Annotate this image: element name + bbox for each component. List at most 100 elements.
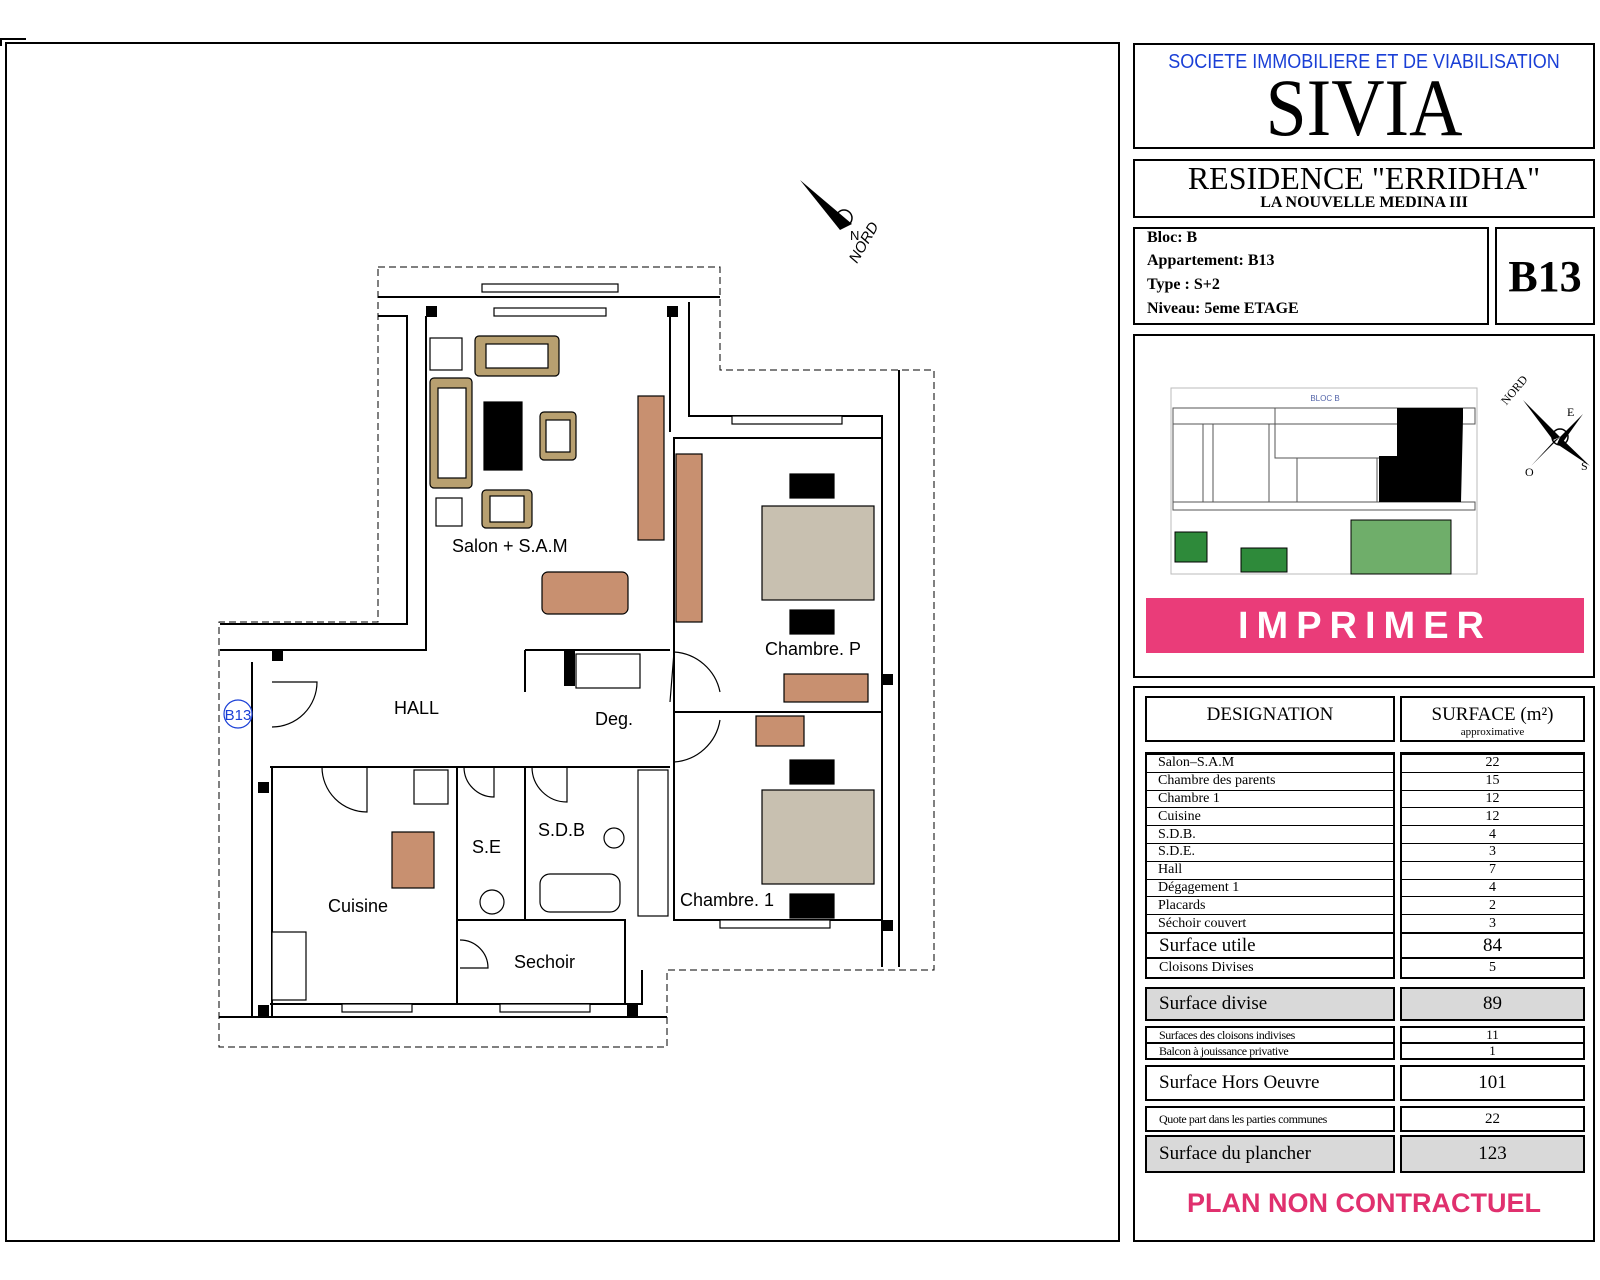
row-label: Cloisons Divises: [1159, 960, 1254, 975]
table-row-value: 2: [1400, 896, 1585, 916]
columns: [258, 306, 893, 1016]
north-letter: N: [850, 228, 859, 243]
row-surface-utile-value: 84: [1400, 932, 1585, 959]
apartment-info: Bloc: B Appartement: B13 Type : S+2 Nive…: [1133, 227, 1489, 325]
doors: [271, 651, 721, 969]
compass-east-label: E: [1567, 405, 1574, 419]
room-label-se: S.E: [472, 837, 501, 857]
row-value: 11: [1486, 1027, 1499, 1042]
row-value: 22: [1485, 755, 1500, 771]
table-row: Dégagement 1: [1145, 878, 1395, 898]
company-subtitle: SOCIETE IMMOBILIERE ET DE VIABILISATION: [1168, 51, 1560, 73]
disclaimer: PLAN NON CONTRACTUEL: [1187, 1188, 1541, 1218]
locator-panel: BLOC B NORD E S O IMPRIMER: [1133, 334, 1595, 678]
row-surface-divise-value: 89: [1400, 987, 1585, 1021]
table-row-value: 3: [1400, 843, 1585, 862]
table-row: Placards: [1145, 896, 1395, 916]
residence-name: RESIDENCE "ERRIDHA": [1187, 160, 1541, 196]
row-plancher: Surface du plancher: [1145, 1135, 1395, 1173]
row-label: S.D.E.: [1158, 844, 1195, 860]
row-value: 7: [1489, 862, 1496, 878]
row-value: 4: [1489, 826, 1496, 842]
table-row: Chambre 1: [1145, 789, 1395, 809]
row-label: Salon–S.A.M: [1158, 755, 1235, 771]
row-label: Balcon à jouissance privative: [1159, 1043, 1289, 1058]
row-label: Placards: [1158, 897, 1206, 913]
row-value: 15: [1485, 773, 1500, 789]
row-label: Surface divise: [1159, 993, 1268, 1014]
table-row-value: 12: [1400, 807, 1585, 827]
row-balcon: Balcon à jouissance privative: [1145, 1042, 1395, 1060]
company-header: SOCIETE IMMOBILIERE ET DE VIABILISATION …: [1133, 43, 1595, 149]
table-row-value: 22: [1400, 754, 1585, 773]
table-row: Salon–S.A.M: [1145, 754, 1395, 773]
row-label: Hall: [1158, 862, 1183, 878]
row-label: Surface du plancher: [1159, 1143, 1311, 1164]
row-value: 22: [1485, 1110, 1500, 1127]
row-balcon-value: 1: [1400, 1042, 1585, 1060]
table-row-value: 12: [1400, 789, 1585, 809]
row-label: S.D.B.: [1158, 826, 1196, 842]
furniture: [271, 335, 875, 1001]
apartment-code-box: B13: [1495, 227, 1595, 325]
row-quote-part: Quote part dans les parties communes: [1145, 1106, 1395, 1132]
row-plancher-value: 123: [1400, 1135, 1585, 1173]
exterior-outline: [218, 266, 935, 1048]
header-surface-label: SURFACE (m²): [1431, 704, 1554, 725]
floor-plan: N NORD B13 Salon + S.A.M Chambre. P HALL…: [218, 180, 935, 1048]
row-label: Cuisine: [1158, 808, 1201, 824]
table-row: S.D.E.: [1145, 843, 1395, 862]
row-label: Séchoir couvert: [1158, 915, 1247, 931]
table-header-designation: DESIGNATION: [1145, 696, 1395, 742]
print-button[interactable]: IMPRIMER: [1146, 598, 1584, 653]
row-value: 12: [1485, 808, 1500, 824]
row-label: Chambre 1: [1158, 790, 1220, 806]
table-row-value: 15: [1400, 771, 1585, 791]
header-designation-label: DESIGNATION: [1206, 704, 1334, 725]
row-label: Chambre des parents: [1158, 773, 1276, 789]
row-value: 4: [1489, 879, 1496, 895]
row-value: 12: [1485, 790, 1500, 806]
table-row: S.D.B.: [1145, 825, 1395, 844]
row-label: Surface utile: [1159, 934, 1256, 956]
row-hors-oeuvre: Surface Hors Oeuvre: [1145, 1065, 1395, 1101]
plan-frame-corner: [0, 38, 26, 46]
floor-plan-frame: N NORD B13 Salon + S.A.M Chambre. P HALL…: [5, 42, 1120, 1242]
unit-tag: B13: [223, 699, 253, 729]
row-value: 5: [1489, 960, 1496, 975]
row-label: Quote part dans les parties communes: [1159, 1111, 1327, 1126]
table-row-value: 4: [1400, 878, 1585, 898]
company-name: SIVIA: [1265, 62, 1463, 153]
compass-north-label: NORD: [1498, 372, 1531, 407]
row-value: 89: [1483, 993, 1502, 1014]
info-niveau: Niveau: 5eme ETAGE: [1147, 300, 1299, 317]
table-row-value: 7: [1400, 860, 1585, 880]
room-label-cuisine: Cuisine: [328, 896, 388, 916]
row-label: Dégagement 1: [1158, 879, 1240, 895]
windows: [341, 283, 843, 1013]
row-value: 3: [1489, 915, 1496, 931]
header-surface-sublabel: approximative: [1460, 726, 1525, 738]
room-label-sechoir: Sechoir: [514, 952, 575, 972]
table-row: Cuisine: [1145, 807, 1395, 827]
surface-table: DESIGNATION SURFACE (m²) approximative S…: [1133, 686, 1595, 1242]
row-value: 3: [1489, 844, 1496, 860]
apartment-code: B13: [1508, 252, 1582, 301]
room-label-salon: Salon + S.A.M: [452, 536, 568, 556]
unit-tag-label: B13: [225, 707, 252, 724]
table-row: Hall: [1145, 860, 1395, 880]
row-value: 101: [1478, 1072, 1507, 1093]
room-label-sdb: S.D.B: [538, 820, 585, 840]
compass-icon: NORD E S O: [1498, 372, 1590, 479]
row-value: 1: [1489, 1043, 1496, 1058]
room-label-chambre1: Chambre. 1: [680, 890, 774, 910]
residence-location: LA NOUVELLE MEDINA III: [1260, 194, 1468, 211]
table-row-value: 4: [1400, 825, 1585, 844]
table-row-value: 3: [1400, 914, 1585, 933]
row-hors-oeuvre-value: 101: [1400, 1065, 1585, 1101]
info-bloc: Bloc: B: [1147, 229, 1198, 246]
north-arrow-icon: N NORD: [800, 180, 883, 266]
info-appartement: Appartement: B13: [1147, 252, 1275, 269]
row-surface-utile: Surface utile: [1145, 932, 1395, 959]
row-surface-divise: Surface divise: [1145, 987, 1395, 1021]
